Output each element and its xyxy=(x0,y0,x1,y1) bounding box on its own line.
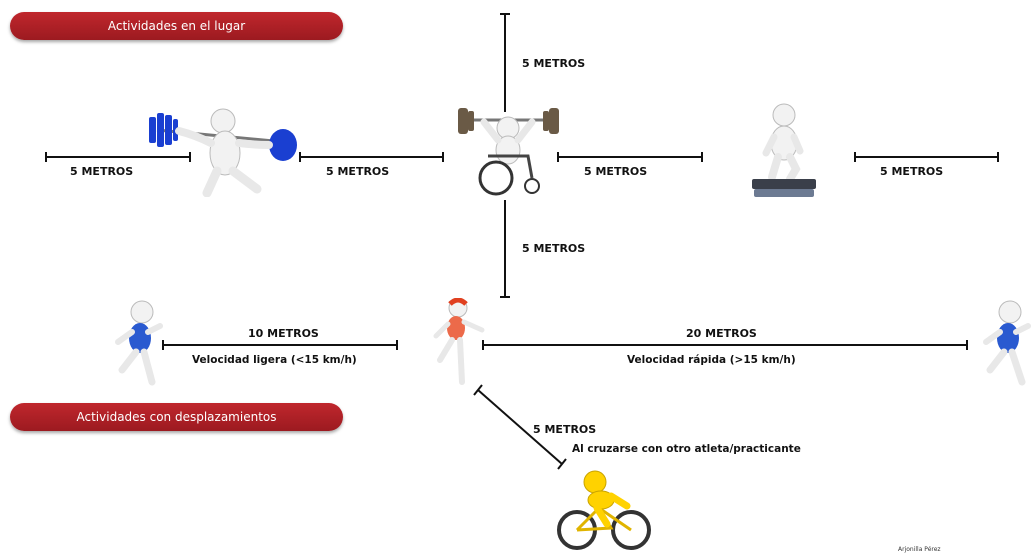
label-20m: 20 METROS xyxy=(686,327,757,340)
runner-right-icon xyxy=(983,300,1031,386)
moving-activities-banner: Actividades con desplazamientos xyxy=(10,403,343,431)
runner-left-icon xyxy=(115,300,163,386)
stationary-activities-banner: Actividades en el lugar xyxy=(10,12,343,40)
weightlifter-icon xyxy=(149,108,297,197)
step-exerciser-icon xyxy=(752,103,816,197)
cyclist-icon xyxy=(557,470,651,550)
label-light-speed: Velocidad ligera (<15 km/h) xyxy=(192,354,357,366)
label-crossing-note: Al cruzarse con otro atleta/practicante xyxy=(572,443,801,455)
label-right-outer-distance: 5 METROS xyxy=(880,165,944,178)
female-runner-icon xyxy=(433,298,485,385)
label-crossing-distance: 5 METROS xyxy=(533,423,597,436)
label-fast-speed: Velocidad rápida (>15 km/h) xyxy=(627,354,796,366)
stationary-activities-label: Actividades en el lugar xyxy=(107,19,246,33)
label-top-distance: 5 METROS xyxy=(522,57,586,70)
wheelchair-lifter-icon xyxy=(458,108,559,196)
label-left-outer-distance: 5 METROS xyxy=(70,165,134,178)
label-left-inner-distance: 5 METROS xyxy=(326,165,390,178)
label-right-inner-distance: 5 METROS xyxy=(584,165,648,178)
distance-line-crossing xyxy=(477,389,563,465)
moving-activities-label: Actividades con desplazamientos xyxy=(76,410,277,424)
credit-text: Arjonilla Pérez xyxy=(898,546,941,553)
label-bottom-distance: 5 METROS xyxy=(522,242,586,255)
label-10m: 10 METROS xyxy=(248,327,319,340)
